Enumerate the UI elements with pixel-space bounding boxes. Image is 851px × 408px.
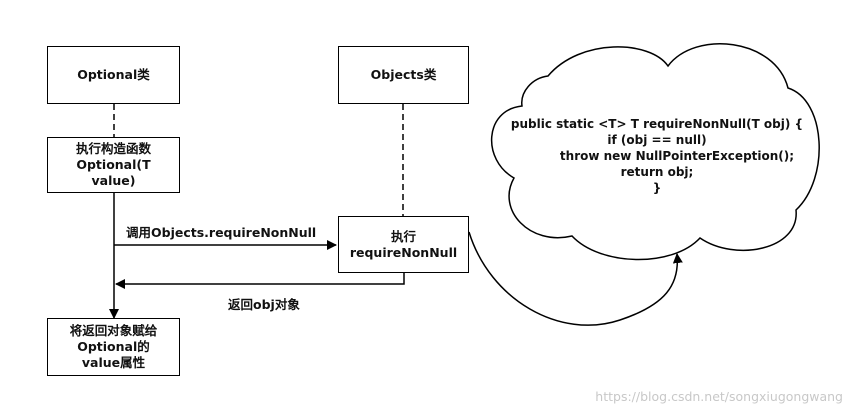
require-line-2: requireNonNull xyxy=(349,244,458,260)
constructor-line-3: value) xyxy=(91,173,136,188)
constructor-line-1: 执行构造函数 xyxy=(75,141,151,156)
code-line-2: if (obj == null) xyxy=(607,133,707,147)
code-line-3: throw new NullPointerException(); xyxy=(559,149,795,163)
optional-class-label: Optional类 xyxy=(77,67,150,82)
return-arrow-label: 返回obj对象 xyxy=(228,297,300,312)
code-line-1: public static <T> T requireNonNull(T obj… xyxy=(510,117,804,131)
code-line-5: } xyxy=(652,181,662,195)
assign-line-1: 将返回对象赋给 xyxy=(69,323,158,338)
assign-line-2: Optional的 xyxy=(77,339,150,354)
objects-class-box: Objects类 xyxy=(338,46,469,104)
require-nonnull-box: 执行 requireNonNull xyxy=(338,216,469,273)
execute-curve-arrow xyxy=(468,231,683,326)
assign-box: 将返回对象赋给 Optional的 value属性 xyxy=(47,318,180,376)
watermark: https://blog.csdn.net/songxiugongwang xyxy=(595,389,843,404)
constructor-line-2: Optional(T xyxy=(76,157,151,172)
code-line-4: return obj; xyxy=(620,165,694,179)
call-arrow-label: 调用Objects.requireNonNull xyxy=(126,225,317,240)
optional-class-box: Optional类 xyxy=(47,46,180,104)
objects-class-label: Objects类 xyxy=(370,67,437,82)
code-block: public static <T> T requireNonNull(T obj… xyxy=(492,116,822,196)
require-line-1: 执行 xyxy=(390,228,416,244)
assign-line-3: value属性 xyxy=(81,355,146,370)
code-cloud xyxy=(491,43,820,261)
constructor-box: 执行构造函数 Optional(T value) xyxy=(47,137,180,193)
